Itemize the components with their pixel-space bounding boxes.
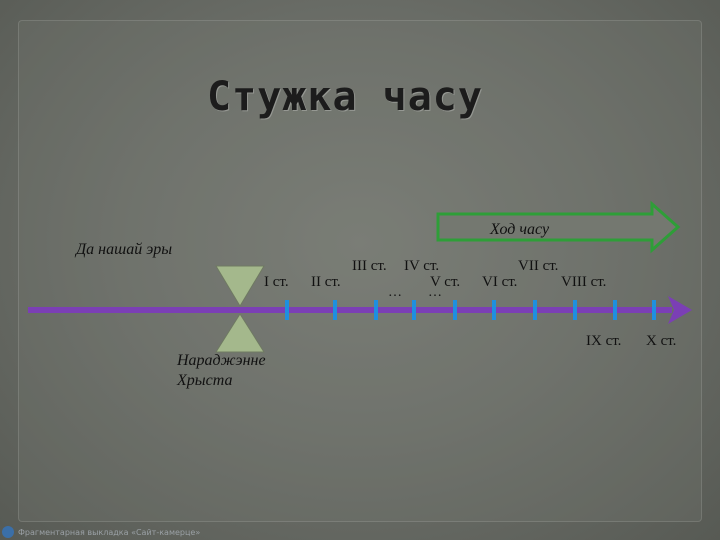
ellipsis-2: …: [428, 285, 442, 300]
timeline-arrowhead: [668, 296, 692, 324]
century-label-9: IX ст.: [586, 333, 622, 349]
century-label-4: IV ст.: [404, 258, 440, 274]
century-label-5: V ст.: [430, 274, 461, 290]
footer: Фрагментарная выкладка «Сайт-камерце»: [0, 524, 262, 540]
site-logo-icon: [2, 526, 14, 538]
birth-label-line1: Нараджэнне: [177, 352, 266, 369]
century-label-1: I ст.: [264, 274, 289, 290]
birth-label-line2: Хрыста: [177, 372, 233, 389]
flow-label: Ход часу: [490, 221, 550, 238]
slide-title: Стужка часу: [207, 74, 483, 120]
century-label-3: III ст.: [352, 258, 387, 274]
century-label-7: VII ст.: [518, 258, 559, 274]
century-label-6: VI ст.: [482, 274, 518, 290]
century-label-10: X ст.: [646, 333, 677, 349]
ellipsis-1: …: [388, 285, 402, 300]
flow-arrow: [436, 200, 681, 254]
century-label-2: II ст.: [311, 274, 341, 290]
hourglass-top: [215, 265, 265, 307]
era-label: Да нашай эры: [76, 241, 173, 258]
century-ticks: [285, 300, 656, 320]
hourglass-bottom: [215, 313, 265, 353]
slide-frame: [18, 20, 702, 522]
footer-text: Фрагментарная выкладка «Сайт-камерце»: [18, 527, 201, 537]
century-label-8: VIII ст.: [561, 274, 607, 290]
